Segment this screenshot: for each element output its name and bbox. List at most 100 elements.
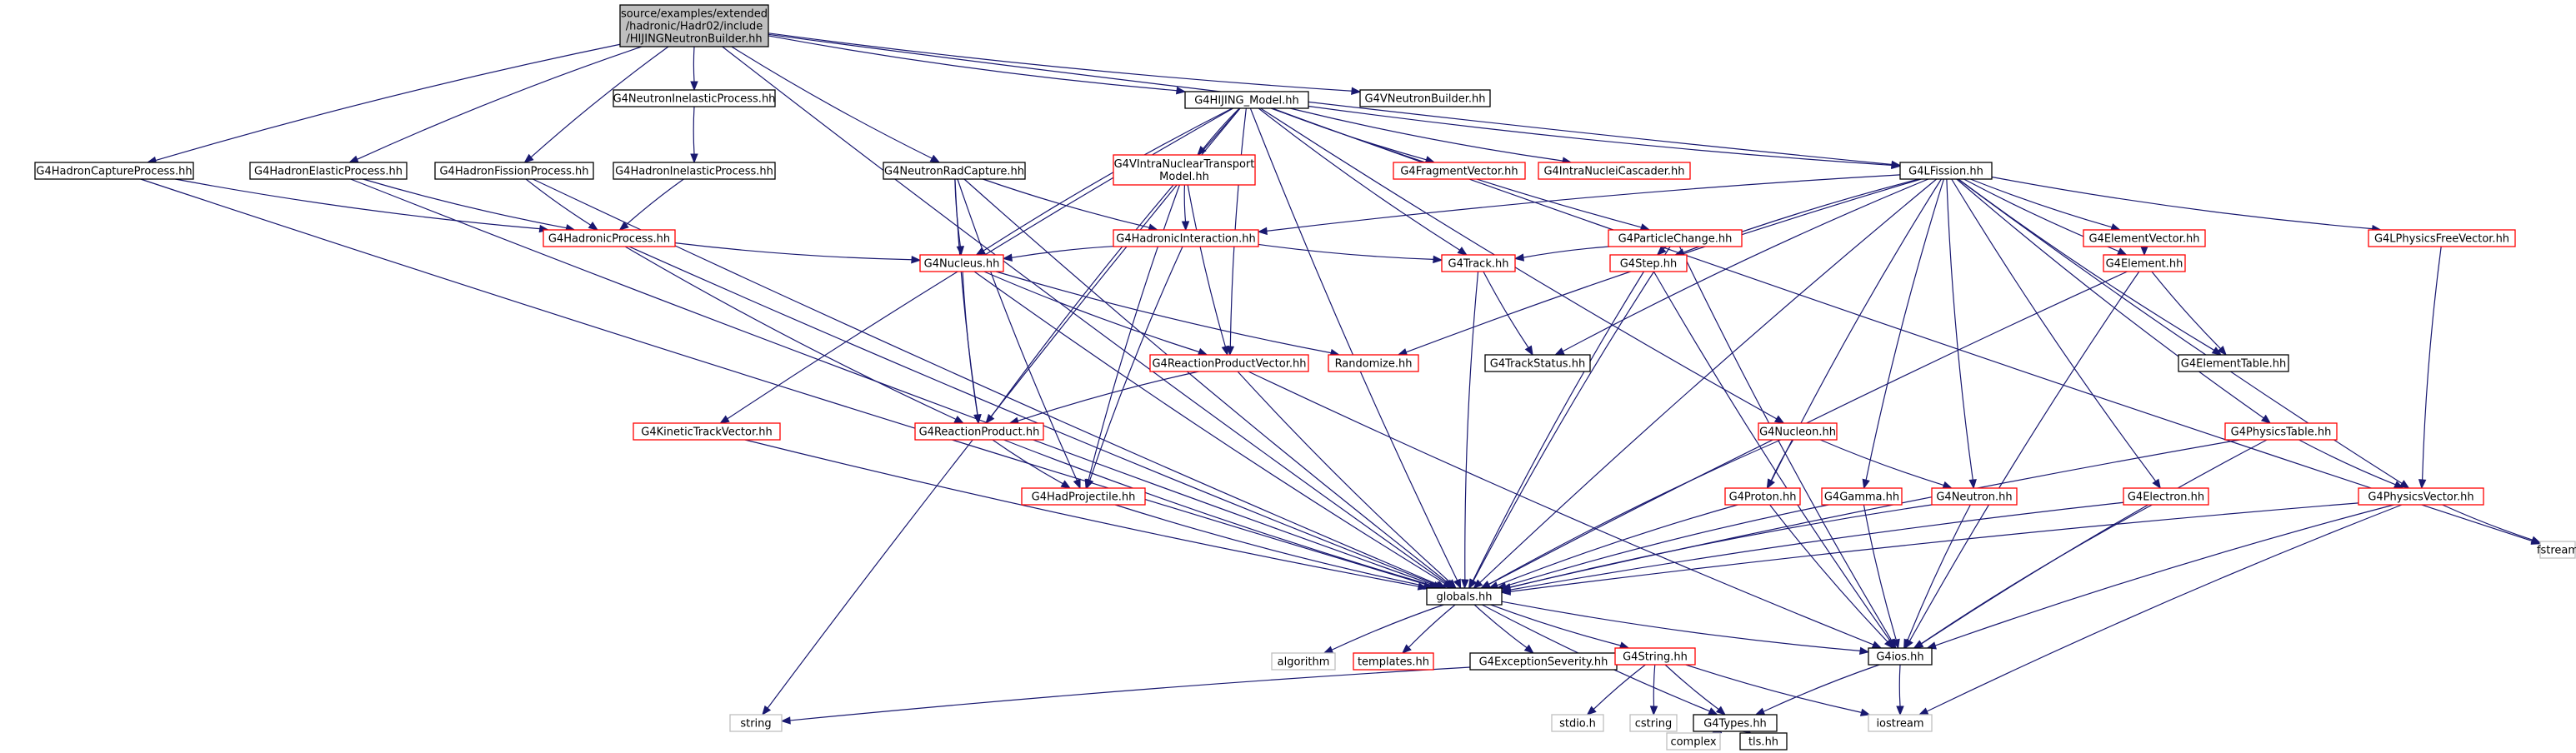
node-neutronInelastic[interactable]: G4NeutronInelasticProcess.hh [613, 89, 776, 107]
edge-line [525, 178, 592, 226]
edge-root-to-vNeutronBuilder [768, 32, 1362, 95]
node-intraNucleiCascader[interactable]: G4IntraNucleiCascader.hh [1538, 162, 1691, 180]
node-hadronicInteraction[interactable]: G4HadronicInteraction.hh [1113, 229, 1259, 247]
edge-line [1685, 664, 1862, 713]
node-randomize[interactable]: Randomize.hh [1328, 354, 1419, 372]
node-box [1184, 91, 1309, 109]
node-reactionProduct[interactable]: G4ReactionProduct.hh [914, 422, 1044, 441]
node-particleChange[interactable]: G4ParticleChange.hh [1608, 229, 1743, 247]
node-hadProjectile[interactable]: G4HadProjectile.hh [1021, 487, 1146, 506]
edge-line [1258, 243, 1434, 260]
node-g4ios[interactable]: G4ios.hh [1868, 647, 1933, 666]
node-gamma[interactable]: G4Gamma.hh [1821, 487, 1903, 506]
edge-g4String-to-cstring [1649, 664, 1658, 716]
node-nucleon[interactable]: G4Nucleon.hh [1758, 422, 1838, 441]
node-box [1484, 354, 1591, 372]
node-complex[interactable]: complex [1666, 732, 1721, 751]
edge-line [1865, 178, 1944, 481]
node-physicsTable[interactable]: G4PhysicsTable.hh [2224, 422, 2338, 441]
node-vNeutronBuilder[interactable]: G4VNeutronBuilder.hh [1359, 89, 1491, 107]
node-physicsVector[interactable]: G4PhysicsVector.hh [2358, 487, 2484, 506]
edge-line [1483, 271, 1529, 348]
node-reactionProductVector[interactable]: G4ReactionProductVector.hh [1149, 354, 1309, 372]
node-label: cstring [1635, 718, 1672, 731]
node-element[interactable]: G4Element.hh [2103, 254, 2186, 272]
node-templates[interactable]: templates.hh [1353, 652, 1434, 671]
node-tls[interactable]: tls.hh [1739, 732, 1788, 751]
node-label: algorithm [1278, 656, 1330, 669]
edge-line [2442, 504, 2533, 541]
node-hadronCapture[interactable]: G4HadronCaptureProcess.hh [34, 162, 194, 180]
node-elementTable[interactable]: G4ElementTable.hh [2178, 354, 2289, 372]
node-lFission[interactable]: G4LFission.hh [1899, 162, 1993, 180]
node-label: /HIJINGNeutronBuilder.hh [626, 33, 762, 46]
edge-line [992, 439, 1063, 485]
arrow-head-icon [2217, 346, 2227, 357]
node-label: G4Neutron.hh [1936, 491, 2012, 504]
edge-line [731, 46, 933, 159]
edge-lFission-to-proton [1766, 178, 1942, 490]
node-neutronRadCapture[interactable]: G4NeutronRadCapture.hh [883, 162, 1026, 180]
edge-line [155, 43, 621, 162]
node-label: iostream [1876, 718, 1923, 731]
node-stdio[interactable]: stdio.h [1551, 714, 1604, 732]
edge-reactionProductVector-to-globals [1237, 371, 1457, 589]
node-iostream[interactable]: iostream [1868, 714, 1933, 732]
edge-line [957, 178, 1078, 481]
node-cstring[interactable]: cstring [1629, 714, 1678, 732]
arrow-head-icon [973, 414, 982, 425]
arrow-head-icon [1479, 581, 1491, 589]
edge-line [722, 46, 1447, 584]
node-g4Types[interactable]: G4Types.hh [1693, 714, 1778, 732]
edge-line [1505, 504, 1829, 587]
node-hadronInelastic[interactable]: G4HadronInelasticProcess.hh [613, 162, 776, 180]
node-label: G4Types.hh [1703, 718, 1767, 731]
node-root[interactable]: source/examples/extended/hadronic/Hadr02… [619, 4, 769, 47]
node-electron[interactable]: G4Electron.hh [2123, 487, 2209, 506]
edge-line [1593, 664, 1646, 710]
edge-globals-to-templates [1401, 604, 1456, 654]
edge-line [1908, 271, 2140, 641]
node-label: G4ReactionProduct.hh [919, 426, 1040, 439]
arrow-head-icon [1858, 646, 1870, 656]
node-elementVector[interactable]: G4ElementVector.hh [2083, 229, 2206, 247]
edge-nucleon-to-neutron [1819, 439, 1953, 489]
node-hadronicProcess[interactable]: G4HadronicProcess.hh [543, 229, 676, 247]
node-hadronFission[interactable]: G4HadronFissionProcess.hh [434, 162, 594, 180]
node-neutron[interactable]: G4Neutron.hh [1931, 487, 2018, 506]
node-track[interactable]: G4Track.hh [1441, 254, 1516, 272]
node-g4String[interactable]: G4String.hh [1614, 647, 1696, 666]
arrow-head-icon [1656, 246, 1667, 256]
node-kineticTrackVector[interactable]: G4KineticTrackVector.hh [633, 422, 781, 441]
node-nucleus[interactable]: G4Nucleus.hh [919, 254, 1004, 272]
edge-lFission-to-gamma [1862, 178, 1944, 490]
node-hadronElastic[interactable]: G4HadronElasticProcess.hh [249, 162, 408, 180]
node-fstream[interactable]: fstream [2537, 541, 2576, 559]
edge-hijingModel-to-fragmentVector [1271, 107, 1436, 164]
edge-hijingModel-to-lFission [1308, 105, 1902, 170]
edge-line [1664, 664, 1719, 711]
node-step[interactable]: G4Step.hh [1609, 254, 1688, 272]
edge-hadronicProcess-to-reactionProduct [624, 246, 965, 424]
edge-g4String-to-iostream [1685, 664, 1871, 716]
node-box [1393, 162, 1526, 180]
node-proton[interactable]: G4Proton.hh [1724, 487, 1801, 506]
node-exceptionSeverity[interactable]: G4ExceptionSeverity.hh [1469, 652, 1618, 671]
node-trackStatus[interactable]: G4TrackStatus.hh [1484, 354, 1591, 372]
node-box [1149, 354, 1309, 372]
arrow-head-icon [1524, 345, 1533, 357]
node-algorithm[interactable]: algorithm [1271, 652, 1336, 671]
node-hijingModel[interactable]: G4HIJING_Model.hh [1184, 91, 1309, 109]
node-string[interactable]: string [729, 714, 783, 732]
node-fragmentVector[interactable]: G4FragmentVector.hh [1393, 162, 1526, 180]
node-lPhysicsFreeVector[interactable]: G4LPhysicsFreeVector.hh [2368, 229, 2516, 247]
arrow-head-icon [1002, 253, 1013, 262]
edge-neutron-to-g4ios [1903, 504, 1971, 650]
node-label: Model.hh [1159, 171, 1209, 183]
arrow-head-icon [1968, 479, 1977, 490]
node-label: tls.hh [1748, 736, 1778, 749]
arrow-head-icon [1913, 640, 1924, 649]
edge-line [1488, 439, 1782, 586]
node-globals[interactable]: globals.hh [1426, 587, 1503, 606]
